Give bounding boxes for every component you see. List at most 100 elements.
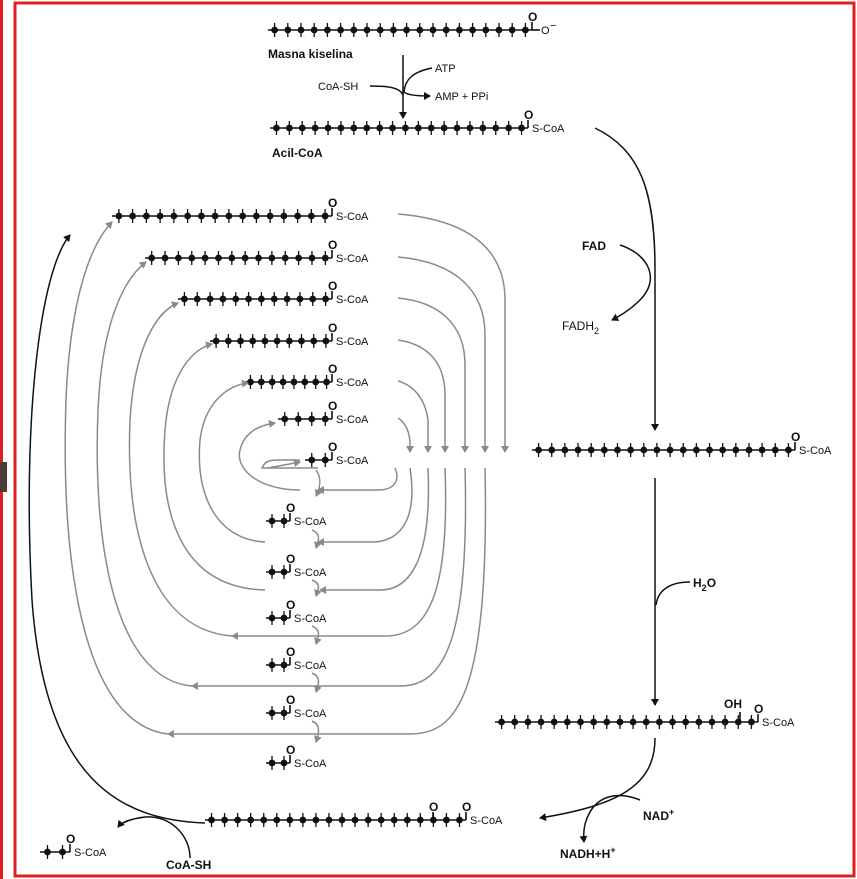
carbon-atom	[249, 337, 257, 345]
chain-acetyl-coa-6: OS-CoA	[266, 743, 327, 770]
carbon-atom	[351, 816, 359, 824]
cycle-spiral	[64, 213, 509, 738]
carbon-atom	[550, 718, 558, 726]
chain-acetyl-coa-3: OS-CoA	[266, 598, 327, 625]
chain-acetyl-coa-1: OS-CoA	[266, 501, 327, 528]
h2o-o: O	[707, 576, 716, 590]
carbon-atom	[511, 718, 519, 726]
carbonyl-oxygen: O	[66, 832, 75, 846]
carbon-atom	[390, 26, 397, 34]
carbonyl-oxygen: O	[286, 693, 295, 707]
carbon-atom	[280, 614, 288, 622]
carbon-atom	[324, 124, 332, 132]
carbon-atom	[321, 456, 329, 464]
label-amp-ppi: AMP + PPi	[435, 91, 488, 103]
carbon-atom	[640, 446, 648, 454]
carbon-atom	[247, 378, 254, 386]
carbon-atom	[219, 295, 227, 303]
carbon-atom	[321, 254, 329, 262]
carbon-atom	[321, 212, 329, 220]
carbon-atom	[308, 254, 316, 262]
carbon-atom	[224, 337, 232, 345]
carbon-atom	[188, 254, 196, 262]
spiral-left-7	[64, 221, 169, 735]
carbon-atom	[283, 295, 291, 303]
s-coa-label: S-CoA	[294, 708, 327, 720]
carbon-atom	[508, 26, 516, 34]
nadh-main: NADH+H	[560, 847, 610, 861]
carbon-atom	[563, 718, 571, 726]
carbon-atom	[142, 212, 150, 220]
carbon-atom	[273, 816, 281, 824]
carbon-atom	[239, 212, 247, 220]
acetyl-down-arrow	[311, 579, 322, 597]
carbon-atom	[281, 254, 289, 262]
carbon-atom	[271, 26, 278, 34]
carbon-atom	[682, 718, 690, 726]
nad-sup: +	[669, 807, 674, 817]
carbon-atom	[706, 446, 713, 454]
carbon-atom	[322, 337, 330, 345]
carbon-atom	[376, 26, 384, 34]
carbon-atom	[402, 124, 409, 132]
carbon-atom	[268, 254, 276, 262]
carbon-atom	[301, 378, 309, 386]
carbon-atom	[311, 124, 319, 132]
carbon-atom	[181, 295, 188, 303]
carbon-atom	[600, 446, 608, 454]
chain-cycle-6: OS-CoA	[278, 399, 369, 426]
spiral-left-1	[260, 459, 318, 469]
carbon-atom	[290, 378, 298, 386]
carbonyl-oxygen: O	[286, 552, 295, 566]
chain-acetyl-coa-5: OS-CoA	[266, 693, 327, 720]
carbonyl-oxygen: O	[528, 10, 537, 24]
carbon-atom	[174, 254, 182, 262]
h2o-sub: 2	[702, 583, 707, 593]
carbon-atom	[771, 446, 779, 454]
carbon-atom	[286, 816, 294, 824]
carbonyl-oxygen: O	[462, 800, 471, 814]
carbon-atom	[363, 124, 371, 132]
carbon-atom	[284, 26, 292, 34]
carbon-atom	[390, 816, 398, 824]
carbon-atom	[312, 816, 320, 824]
spiral-return-6	[167, 467, 487, 738]
carbon-atom	[440, 124, 448, 132]
carbon-atom	[201, 254, 209, 262]
chain-ketoacyl-coa: OOS-CoA	[205, 800, 503, 827]
spiral-return-4	[231, 467, 447, 640]
spiral-right-5	[397, 380, 432, 453]
label-coa-sh-top: CoA-SH	[318, 81, 358, 93]
s-coa-label: S-CoA	[336, 377, 369, 389]
s-coa-label: S-CoA	[799, 445, 832, 457]
arrow-acyl-to-dehydro	[594, 127, 659, 431]
carbon-atom	[679, 446, 687, 454]
carbon-atom	[260, 816, 268, 824]
carbon-atom	[268, 517, 276, 525]
carbon-atom	[225, 212, 233, 220]
carbon-atom	[708, 718, 716, 726]
arrow-fad	[611, 244, 651, 321]
main-pathway	[28, 55, 691, 859]
chain-enoyl-coa: OS-CoA	[532, 430, 832, 457]
arrow-h2o	[655, 581, 691, 606]
carbonyl-oxygen: O	[286, 598, 295, 612]
left-edge-tab	[0, 462, 7, 492]
carbon-atom	[261, 337, 269, 345]
chain-cycle-3: OS-CoA	[178, 279, 369, 306]
chain-cycle-5: OS-CoA	[245, 362, 369, 389]
fadh2-main: FADH	[562, 319, 594, 333]
carbon-atom	[469, 26, 476, 34]
s-coa-label: S-CoA	[294, 516, 327, 528]
carbon-atom	[337, 124, 345, 132]
carbon-atom	[758, 446, 766, 454]
carbon-atom	[212, 337, 220, 345]
minus-sign: −	[550, 20, 556, 32]
carbon-atom	[479, 124, 487, 132]
carbon-atom	[285, 337, 293, 345]
carbon-atom	[561, 446, 569, 454]
carbon-atom	[443, 816, 450, 824]
label-acyl-coa: Acil-CoA	[272, 146, 323, 160]
carbon-atom	[518, 124, 525, 132]
carbonyl-oxygen: O	[328, 238, 337, 252]
